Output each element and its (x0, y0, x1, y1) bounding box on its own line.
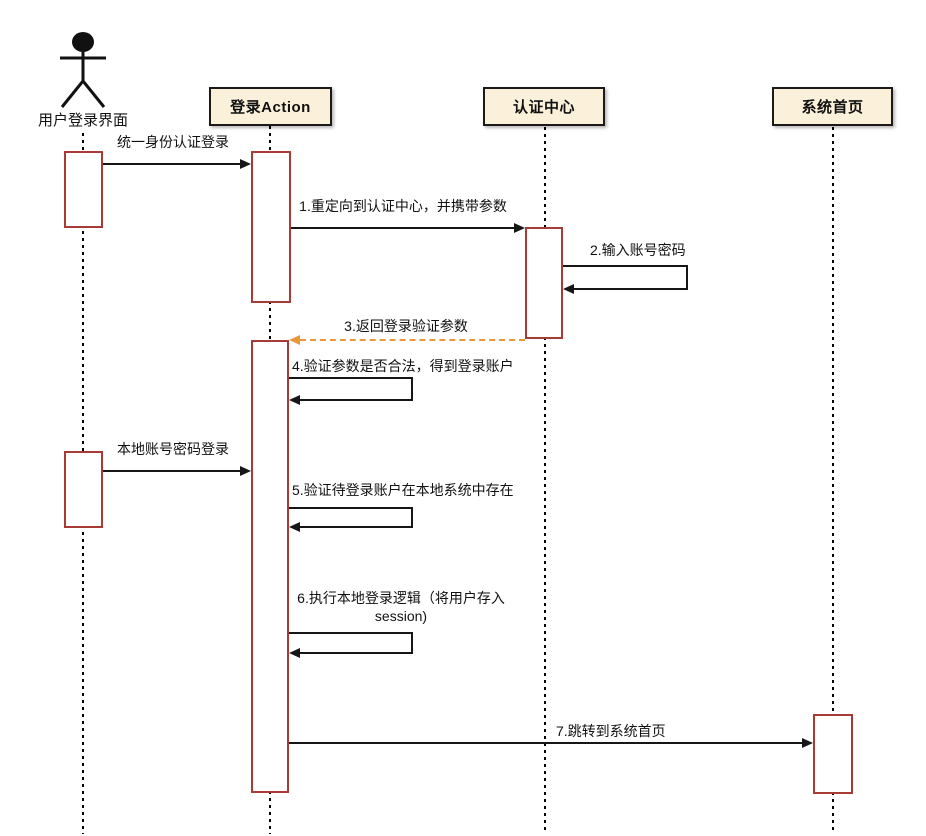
message-5-line-bottom (300, 526, 413, 528)
message-2-label: 2.输入账号密码 (590, 242, 686, 258)
arrowhead-icon (289, 395, 300, 405)
actor-label: 用户登录界面 (37, 112, 128, 129)
message-2-line-top (563, 265, 688, 267)
message-6-label-line2: session) (374, 608, 428, 624)
message-5-line-top (289, 507, 413, 509)
message-5-line-side (411, 507, 413, 528)
activation-login-2 (251, 340, 289, 793)
activation-home (813, 714, 853, 794)
message-6-label: 6.执行本地登录逻辑（将用户存入 session) (280, 589, 522, 625)
message-6-line-bottom (300, 652, 413, 654)
activation-user-1 (64, 151, 103, 228)
arrowhead-icon (514, 223, 525, 233)
message-6-label-line1: 6.执行本地登录逻辑（将用户存入 (297, 590, 505, 606)
participant-system-home: 系统首页 (772, 87, 893, 126)
message-5-label: 5.验证待登录账户在本地系统中存在 (292, 482, 514, 498)
arrowhead-icon (802, 738, 813, 748)
lifeline-system-home (832, 127, 834, 834)
message-unified-login-line (103, 163, 245, 165)
activation-auth (525, 227, 563, 339)
arrowhead-icon (240, 466, 251, 476)
message-3-label: 3.返回登录验证参数 (344, 318, 468, 334)
message-1-line (291, 227, 514, 229)
message-2-line-side (686, 265, 688, 290)
message-4-line-bottom (300, 399, 413, 401)
participant-auth-center: 认证中心 (483, 87, 605, 126)
message-4-line-top (289, 377, 413, 379)
message-7-label: 7.跳转到系统首页 (556, 723, 666, 739)
activation-login-1 (251, 151, 291, 303)
message-7-line (289, 742, 802, 744)
activation-user-2 (64, 451, 103, 528)
lifeline-auth-center (544, 127, 546, 834)
message-3-dashed-line (300, 339, 525, 341)
message-local-login-line (103, 470, 245, 472)
participant-login-action: 登录Action (209, 87, 332, 126)
message-1-label: 1.重定向到认证中心，并携带参数 (299, 198, 507, 214)
message-local-login-label: 本地账号密码登录 (117, 441, 229, 457)
arrowhead-icon (289, 648, 300, 658)
return-arrowhead-icon (289, 335, 300, 345)
message-4-line-side (411, 377, 413, 401)
arrowhead-icon (563, 284, 574, 294)
arrowhead-icon (289, 522, 300, 532)
arrowhead-icon (240, 159, 251, 169)
message-2-line-bottom (574, 288, 688, 290)
actor-icon (60, 32, 106, 108)
message-6-line-side (411, 632, 413, 654)
message-4-label: 4.验证参数是否合法，得到登录账户 (292, 358, 514, 374)
message-6-line-top (289, 632, 413, 634)
message-unified-login-label: 统一身份认证登录 (117, 134, 229, 150)
